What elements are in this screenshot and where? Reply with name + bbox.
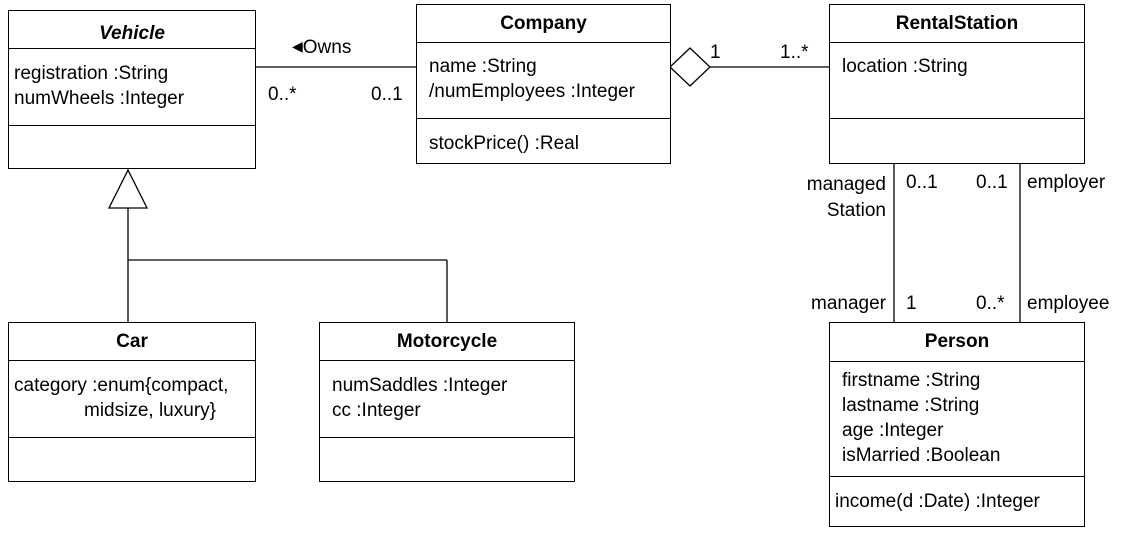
attribute: category :enum{compact, [14,375,229,396]
operation-list: stockPrice() :Real [429,131,579,156]
class-name: Vehicle [99,23,165,44]
multiplicity-person-management: 1 [906,293,917,314]
attribute: /numEmployees :Integer [429,81,635,102]
class-rental-station: RentalStation location :String [829,4,1085,164]
role-employer: employer [1027,172,1106,193]
attribute: registration :String [14,63,169,84]
role-manager: manager [811,293,886,314]
attribute: midsize, luxury} [84,400,216,421]
class-motorcycle: Motorcycle numSaddles :Integer cc :Integ… [319,322,575,482]
role-line: Station [826,200,886,221]
multiplicity-person-employment: 0..* [976,293,1005,314]
attribute: firstname :String [842,370,981,391]
multiplicity-station-employment: 0..1 [976,172,1008,193]
multiplicity-station-management: 0..1 [906,172,938,193]
generalization-triangle [107,168,149,209]
role-line: managed [806,174,886,195]
association-name-owns: ◀Owns [292,37,351,59]
class-vehicle: Vehicle registration :String numWheels :… [8,10,256,169]
class-name: Motorcycle [396,331,498,352]
aggregation-diamond [669,47,711,87]
attribute-list: category :enum{compact, midsize, luxury} [14,373,228,423]
attribute-list: firstname :String lastname :String age :… [842,368,1000,468]
attribute: name :String [429,56,537,77]
class-name: Company [500,13,587,34]
multiplicity-vehicle-owns: 0..* [268,84,297,105]
attribute: numWheels :Integer [14,88,185,109]
attribute: cc :Integer [332,400,421,421]
association-name: Owns [302,37,352,58]
multiplicity-company-aggregation: 1 [710,42,721,63]
operation: stockPrice() :Real [429,133,579,154]
attribute-list: name :String /numEmployees :Integer [429,54,635,104]
class-name: Car [116,331,148,352]
attribute-list: registration :String numWheels :Integer [14,61,184,111]
attribute: numSaddles :Integer [332,375,508,396]
class-name: RentalStation [895,13,1019,34]
attribute-list: numSaddles :Integer cc :Integer [332,373,507,423]
attribute: isMarried :Boolean [842,445,1001,466]
role-managed-station: managed Station [786,172,886,224]
attribute-list: location :String [842,54,968,79]
multiplicity-company-owns: 0..1 [371,84,403,105]
operation: income(d :Date) :Integer [835,491,1040,512]
multiplicity-station-aggregation: 1..* [780,42,809,63]
class-name: Person [924,331,990,352]
class-person: Person firstname :String lastname :Strin… [829,322,1085,527]
class-car: Car category :enum{compact, midsize, lux… [8,322,256,482]
attribute: lastname :String [842,395,980,416]
operation-list: income(d :Date) :Integer [835,489,1040,514]
role-employee: employee [1027,293,1110,314]
attribute: age :Integer [842,420,944,441]
attribute: location :String [842,56,968,77]
direction-arrow-icon: ◀ [292,38,303,54]
class-company: Company name :String /numEmployees :Inte… [416,4,671,164]
